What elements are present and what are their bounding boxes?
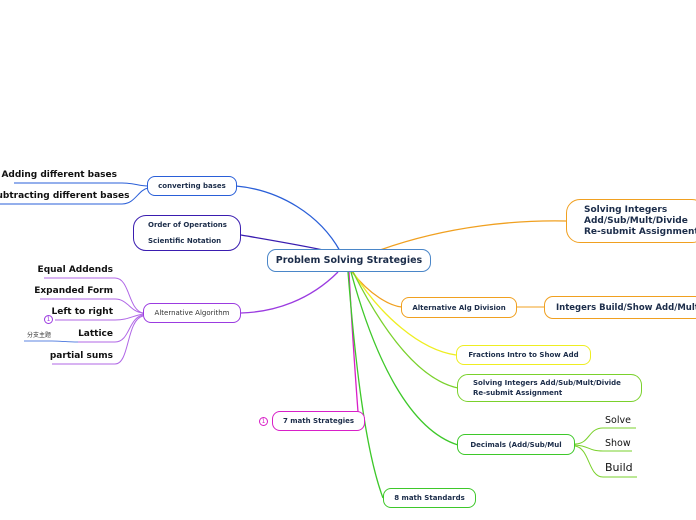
alt-alg-division-node[interactable]: Alternative Alg Division — [401, 297, 517, 318]
expanded-form-label: Expanded Form — [34, 286, 113, 296]
subtracting-bases-leaf[interactable]: Subtracting different bases — [0, 191, 130, 201]
partial-sums-label: partial sums — [49, 351, 113, 361]
solve-leaf[interactable]: Solve — [605, 415, 631, 426]
connector-partial-sums — [52, 315, 144, 365]
integers-build-node[interactable]: Integers Build/Show Add/Mult — [544, 296, 696, 319]
equal-addends-label: Equal Addends — [37, 265, 113, 275]
show-label: Show — [605, 438, 631, 449]
integers-build-label: Integers Build/Show Add/Mult — [556, 302, 696, 313]
seven-strategies-badge[interactable]: 1 — [259, 417, 268, 426]
connector-build — [574, 445, 637, 478]
solving-integers-top-line2: Add/Sub/Mult/Divide — [584, 215, 688, 226]
order-of-operations-label: Order of Operations — [148, 221, 227, 229]
connector-solving-top — [379, 220, 567, 251]
seven-strategies-label: 7 math Strategies — [282, 417, 355, 425]
left-to-right-badge[interactable]: 1 — [44, 315, 53, 324]
partial-sums-leaf[interactable]: partial sums — [0, 351, 113, 361]
lattice-subtopic-label: 分支主题 — [27, 332, 52, 339]
connector-lattice — [78, 314, 144, 343]
connector-solve — [574, 427, 636, 445]
connector-show — [574, 444, 632, 452]
subtracting-bases-label: Subtracting different bases — [0, 191, 130, 201]
left-to-right-leaf[interactable]: Left to right — [0, 307, 113, 317]
alt-alg-division-label: Alternative Alg Division — [412, 303, 506, 312]
connector-left-to-right — [55, 313, 144, 321]
lattice-leaf[interactable]: Lattice — [0, 329, 113, 339]
seven-strategies-node[interactable]: 7 math Strategies — [272, 411, 365, 431]
connector-alt-algorithm — [240, 271, 339, 314]
solving-integers-mid-line1: Solving Integers Add/Sub/Mult/Divide — [473, 379, 621, 387]
expanded-form-leaf[interactable]: Expanded Form — [0, 286, 113, 296]
central-topic[interactable]: Problem Solving Strategies — [267, 249, 431, 272]
seven-strategies-badge-label: 1 — [261, 418, 266, 425]
connector-eight-standards — [347, 271, 384, 499]
fractions-node[interactable]: Fractions Intro to Show Add — [456, 345, 591, 365]
build-leaf[interactable]: Build — [605, 461, 633, 474]
solving-integers-top-node[interactable]: Solving Integers Add/Sub/Mult/Divide Re-… — [566, 199, 696, 243]
left-to-right-badge-label: 1 — [46, 316, 51, 323]
connector-decimals — [350, 271, 459, 446]
solving-integers-mid-line2: Re-submit Assignment — [473, 389, 563, 397]
converting-bases-label: converting bases — [158, 182, 226, 190]
scientific-notation-label: Scientific Notation — [148, 237, 222, 245]
decimals-label: Decimals (Add/Sub/Mul — [470, 440, 562, 449]
show-leaf[interactable]: Show — [605, 438, 631, 449]
connector-adding-bases — [14, 182, 149, 187]
solve-label: Solve — [605, 415, 631, 426]
alternative-algorithm-label: Alternative Algorithm — [154, 309, 230, 317]
connector-subtracting-bases — [0, 187, 149, 205]
connector-solving-mid — [352, 271, 459, 389]
alternative-algorithm-node[interactable]: Alternative Algorithm — [143, 303, 241, 323]
adding-bases-leaf[interactable]: Adding different bases — [0, 170, 117, 180]
eight-standards-label: 8 math Standards — [394, 494, 465, 502]
equal-addends-leaf[interactable]: Equal Addends — [0, 265, 113, 275]
central-topic-label: Problem Solving Strategies — [275, 255, 423, 266]
lattice-label: Lattice — [78, 329, 113, 339]
connector-converting-bases — [235, 185, 341, 252]
connector-fractions — [352, 271, 457, 356]
connector-equal-addends — [44, 277, 144, 314]
decimals-node[interactable]: Decimals (Add/Sub/Mul — [457, 434, 575, 455]
solving-integers-top-line3: Re-submit Assignment — [584, 226, 696, 237]
eight-standards-node[interactable]: 8 math Standards — [383, 488, 476, 508]
connector-expanded-form — [40, 298, 144, 314]
order-of-operations-node[interactable]: Order of Operations Scientific Notation — [133, 215, 241, 251]
converting-bases-node[interactable]: converting bases — [147, 176, 237, 196]
connector-lattice-note — [24, 340, 79, 343]
adding-bases-label: Adding different bases — [1, 170, 117, 180]
fractions-label: Fractions Intro to Show Add — [468, 351, 579, 359]
build-label: Build — [605, 461, 633, 474]
left-to-right-label: Left to right — [51, 307, 113, 317]
solving-integers-top-line1: Solving Integers — [584, 204, 668, 215]
solving-integers-mid-node[interactable]: Solving Integers Add/Sub/Mult/Divide Re-… — [457, 374, 642, 402]
lattice-subtopic-note[interactable]: 分支主题 — [27, 330, 51, 339]
